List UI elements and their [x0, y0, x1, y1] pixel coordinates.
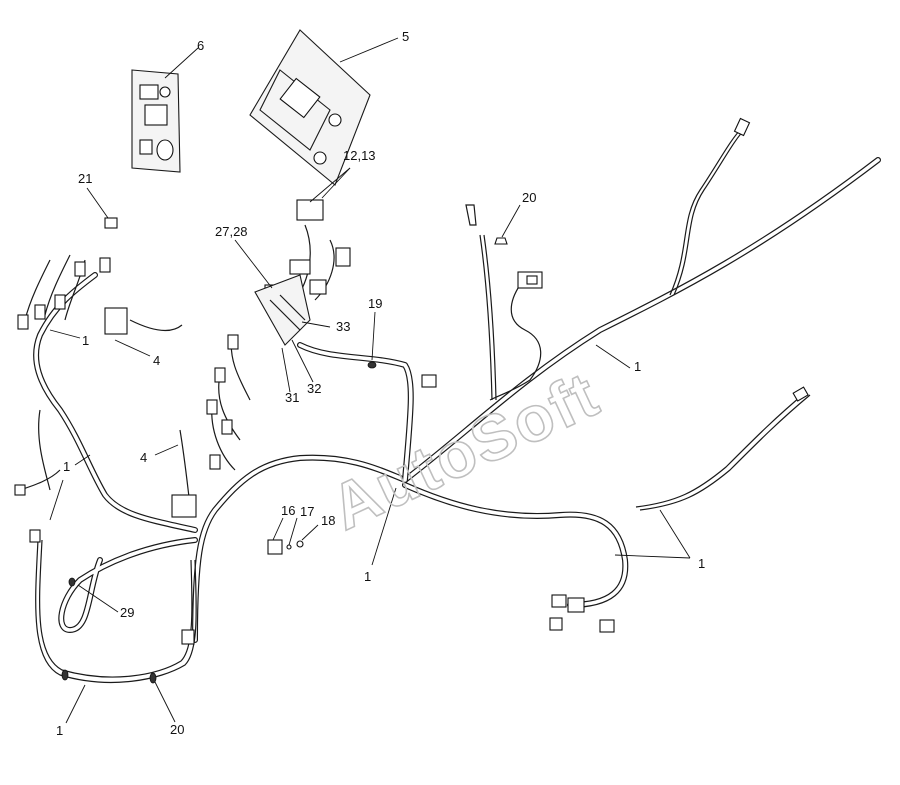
- callout-1-lower-right: 1: [698, 556, 705, 571]
- wire-branches: [19, 127, 811, 511]
- panel-6: [131, 69, 181, 173]
- callout-27-28: 27,28: [215, 224, 248, 239]
- callout-5: 5: [402, 29, 409, 44]
- leader-lines: [49, 37, 691, 724]
- callout-19: 19: [368, 296, 382, 311]
- callout-29: 29: [120, 605, 134, 620]
- center-module: [254, 247, 351, 346]
- callout-4-lower: 4: [140, 450, 147, 465]
- panel-5: [249, 29, 371, 186]
- callout-17: 17: [300, 504, 314, 519]
- callout-1-right: 1: [634, 359, 641, 374]
- callout-21: 21: [78, 171, 92, 186]
- callout-6: 6: [197, 38, 204, 53]
- callout-4-upper: 4: [153, 353, 160, 368]
- callout-33: 33: [336, 319, 350, 334]
- callout-32: 32: [307, 381, 321, 396]
- callout-1-left-upper: 1: [82, 333, 89, 348]
- callout-31: 31: [285, 390, 299, 405]
- callout-20-top: 20: [522, 190, 536, 205]
- callout-12-13: 12,13: [343, 148, 376, 163]
- callout-18: 18: [321, 513, 335, 528]
- main-harness: [33, 157, 881, 684]
- callout-1-left-mid: 1: [63, 459, 70, 474]
- callout-1-center: 1: [364, 569, 371, 584]
- callout-labels: 6 5 12,13 21 20 27,28 19 33 1 1 4 32 31 …: [56, 29, 705, 738]
- callout-20-bottom: 20: [170, 722, 184, 737]
- callout-1-bottom: 1: [56, 723, 63, 738]
- callout-16: 16: [281, 503, 295, 518]
